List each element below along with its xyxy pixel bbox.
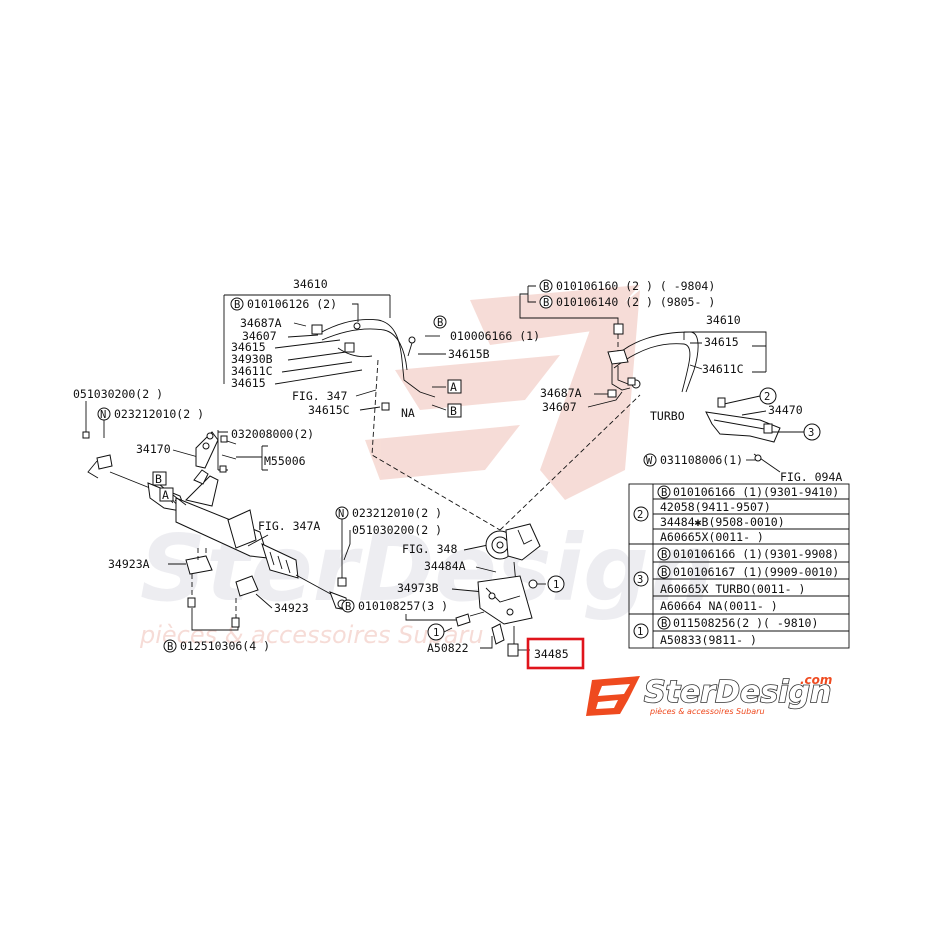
- label-34615B: 34615B: [448, 347, 490, 361]
- highlight-box-34485: [526, 637, 585, 670]
- reservoir-bracket: 2 34470 3 W 031108006(1) FIG. 094A: [643, 387, 842, 484]
- box-a-left: A: [162, 488, 169, 502]
- label-34687A-left: 34687A: [240, 316, 282, 330]
- label-012510306: 012510306(4 ): [180, 639, 270, 653]
- table-row-prefix: B: [661, 618, 667, 630]
- label-34607-right: 34607: [542, 400, 577, 414]
- circled-2-marker: 2: [764, 391, 770, 403]
- label-031108006: 031108006(1): [660, 453, 743, 467]
- label-34610-right: 34610: [706, 313, 741, 327]
- brand-logo: SterDesign .com pièces & accessoires Sub…: [586, 673, 832, 716]
- circle-n-marker-2: N: [338, 508, 344, 520]
- circled-1-marker-b: 1: [433, 627, 439, 639]
- table-row-text: A60665X TURBO(0011- ): [660, 582, 805, 596]
- label-010108257: 010108257(3 ): [358, 599, 448, 613]
- label-na: NA: [401, 406, 415, 420]
- circled-3-marker: 3: [808, 427, 814, 439]
- label-34170: 34170: [136, 442, 171, 456]
- table-row-prefix-icon: [657, 485, 671, 499]
- label-fig347a: FIG. 347A: [258, 519, 320, 533]
- table-group3-marker: 3: [637, 574, 643, 586]
- label-a50822: A50822: [427, 641, 469, 655]
- table-row-prefix: B: [661, 487, 667, 499]
- table-group2-marker: 2: [637, 509, 643, 521]
- label-m55006: M55006: [264, 454, 306, 468]
- table-row-text: 011508256(2 )( -9810): [673, 616, 818, 630]
- label-051030200-left: 051030200(2 ): [73, 387, 163, 401]
- brand-logo-domain: .com: [800, 673, 832, 687]
- label-051030200-mid: 051030200(2 ): [352, 523, 442, 537]
- brand-logo-text: SterDesign: [644, 675, 831, 710]
- circle-n-marker-1: N: [100, 409, 106, 421]
- brand-logo-tagline: pièces & accessoires Subaru: [649, 706, 765, 716]
- table-row-text: A60665X(0011- ): [660, 530, 764, 544]
- left-hose-assembly: 34610 B 010106126 (2) 34687A 34607 34615…: [223, 277, 540, 420]
- label-turbo: TURBO: [650, 409, 685, 423]
- label-34484A: 34484A: [424, 559, 466, 573]
- box-b-left: B: [155, 472, 162, 486]
- table-row-text: 010106166 (1)(9301-9908): [673, 547, 839, 561]
- label-fig094a: FIG. 094A: [780, 470, 842, 484]
- label-010006166: 010006166 (1): [450, 329, 540, 343]
- label-34470: 34470: [768, 403, 803, 417]
- steering-rack: 051030200(2 ) N 023212010(2 ) 34170 0320…: [73, 387, 349, 653]
- reference-table: 2 B 010106166 (1)(9301-9410)42058(9411-95…: [628, 483, 850, 649]
- table-row-text: A60664 NA(0011- ): [660, 599, 778, 613]
- label-34973B: 34973B: [397, 581, 439, 595]
- label-34687A-right: 34687A: [540, 386, 582, 400]
- label-fig348: FIG. 348: [402, 542, 457, 556]
- watermark-tagline-large: pièces & accessoires Subaru: [139, 621, 484, 649]
- table-group1-marker: 1: [637, 626, 643, 638]
- label-010106140: 010106140 (2 ) (9805- ): [556, 295, 715, 309]
- table-row-text: 42058(9411-9507): [660, 500, 771, 514]
- table-row-prefix: B: [661, 549, 667, 561]
- label-023212010-mid: 023212010(2 ): [352, 506, 442, 520]
- table-row-prefix-icon: [657, 616, 671, 630]
- box-a-top: A: [450, 380, 457, 394]
- right-hose-assembly: B 010106160 (2 ) ( -9804) B 010106140 (2…: [519, 279, 767, 423]
- label-34611C-right: 34611C: [702, 362, 744, 376]
- table-row-text: 010106166 (1)(9301-9410): [673, 485, 839, 499]
- label-34615-right: 34615: [704, 335, 739, 349]
- label-010106160: 010106160 (2 ) ( -9804): [556, 279, 715, 293]
- label-032008000: 032008000(2): [231, 427, 314, 441]
- label-34923A: 34923A: [108, 557, 150, 571]
- circle-b-marker-2: B: [437, 317, 443, 329]
- label-34485: 34485: [534, 647, 569, 661]
- box-b-top: B: [450, 404, 457, 418]
- table-row-prefix: B: [661, 567, 667, 579]
- circle-b-marker-6: B: [543, 297, 549, 309]
- circle-b-marker-3: B: [167, 641, 173, 653]
- table-row-text: A50833(9811- ): [660, 633, 757, 647]
- label-fig347: FIG. 347: [292, 389, 347, 403]
- label-023212010-left: 023212010(2 ): [114, 407, 204, 421]
- table-row-text: 34484✱B(9508-0010): [660, 515, 785, 529]
- circle-b-marker-5: B: [543, 281, 549, 293]
- label-34615-a: 34615: [231, 340, 266, 354]
- label-34611C-left: 34611C: [231, 364, 273, 378]
- circle-w-marker: W: [646, 455, 653, 467]
- label-34923: 34923: [274, 601, 309, 615]
- label-34610-left: 34610: [293, 277, 328, 291]
- label-34930B: 34930B: [231, 352, 273, 366]
- label-34615C: 34615C: [308, 403, 350, 417]
- table-row-text: 010106167 (1)(9909-0010): [673, 565, 839, 579]
- table-row-prefix-icon: [657, 547, 671, 561]
- circled-1-marker-a: 1: [553, 579, 559, 591]
- circle-b-marker-4: B: [345, 601, 351, 613]
- label-010106126: 010106126 (2): [247, 297, 337, 311]
- pump-assembly: N 023212010(2 ) 051030200(2 ) FIG. 348 3…: [335, 506, 585, 670]
- table-row-prefix-icon: [657, 565, 671, 579]
- label-34615-b: 34615: [231, 376, 266, 390]
- circle-b-marker-1: B: [234, 299, 240, 311]
- label-34607-left: 34607: [242, 329, 277, 343]
